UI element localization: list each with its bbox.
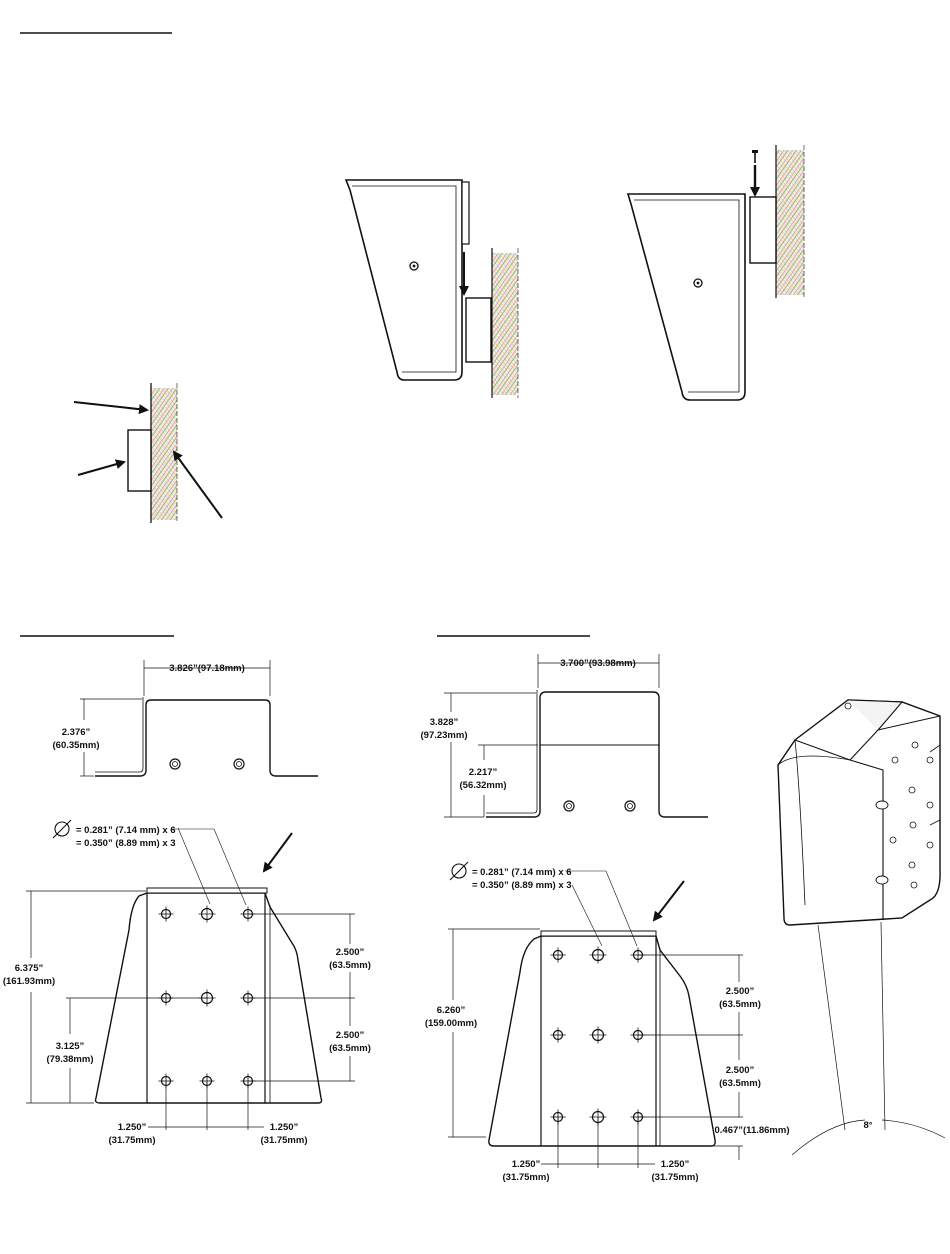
right-hole-note-1: = 0.281” (7.14 mm) x 6 bbox=[472, 867, 572, 878]
right-spacing-upper-mm: (63.5mm) bbox=[719, 999, 761, 1010]
right-side-inner-height-label: 2.217” bbox=[469, 767, 498, 778]
right-side-width-label: 3.700”(93.98mm) bbox=[560, 658, 636, 669]
right-bottom-offset-label: 0.467”(11.86mm) bbox=[715, 1125, 790, 1136]
speaker-mount-step-2 bbox=[626, 145, 805, 401]
right-bracket-drawing bbox=[444, 654, 743, 1168]
angled-speaker-perspective bbox=[777, 699, 946, 1156]
right-spacing-lower-mm: (63.5mm) bbox=[719, 1078, 761, 1089]
left-hole-note-2: = 0.350” (8.89 mm) x 3 bbox=[76, 838, 176, 849]
left-hole-note-1: = 0.281” (7.14 mm) x 6 bbox=[76, 825, 176, 836]
left-horiz-left-label: 1.250” bbox=[118, 1122, 147, 1133]
left-side-height-mm: (60.35mm) bbox=[53, 740, 100, 751]
right-side-height-mm: (97.23mm) bbox=[421, 730, 468, 741]
speaker-panel-hole bbox=[926, 756, 934, 764]
right-hole-note-2: = 0.350” (8.89 mm) x 3 bbox=[472, 880, 572, 891]
wall-detail-illustration bbox=[73, 383, 223, 523]
speaker-panel-hole bbox=[908, 861, 916, 869]
left-bracket-drawing bbox=[26, 660, 355, 1130]
left-horiz-right-label: 1.250” bbox=[270, 1122, 299, 1133]
left-horiz-right-mm: (31.75mm) bbox=[261, 1135, 308, 1146]
right-total-height-label: 6.260” bbox=[437, 1005, 466, 1016]
left-spacing-lower-label: 2.500” bbox=[336, 1030, 365, 1041]
speaker-panel-hole bbox=[909, 821, 917, 829]
left-side-height-label: 2.376” bbox=[62, 727, 91, 738]
speaker-panel-hole bbox=[910, 881, 918, 889]
tilt-angle-label: 8° bbox=[863, 1120, 872, 1131]
speaker-panel-hole bbox=[908, 786, 916, 794]
right-spacing-lower-label: 2.500” bbox=[726, 1065, 755, 1076]
left-total-height-label: 6.375” bbox=[15, 963, 44, 974]
left-total-height-mm: (161.93mm) bbox=[3, 976, 55, 987]
right-side-inner-height-mm: (56.32mm) bbox=[460, 780, 507, 791]
speaker-panel-hole bbox=[911, 741, 919, 749]
left-spacing-lower-mm: (63.5mm) bbox=[329, 1043, 371, 1054]
speaker-mount-step-1 bbox=[344, 179, 519, 398]
right-horiz-left-label: 1.250” bbox=[512, 1159, 541, 1170]
left-half-height-label: 3.125” bbox=[56, 1041, 85, 1052]
right-horiz-right-mm: (31.75mm) bbox=[652, 1172, 699, 1183]
left-spacing-upper-label: 2.500” bbox=[336, 947, 365, 958]
speaker-panel-hole bbox=[926, 841, 934, 849]
speaker-panel-hole bbox=[889, 836, 897, 844]
right-side-height-label: 3.828” bbox=[430, 717, 459, 728]
speaker-panel-hole bbox=[891, 756, 899, 764]
right-horiz-left-mm: (31.75mm) bbox=[503, 1172, 550, 1183]
left-horiz-left-mm: (31.75mm) bbox=[109, 1135, 156, 1146]
right-horiz-right-label: 1.250” bbox=[661, 1159, 690, 1170]
left-half-height-mm: (79.38mm) bbox=[47, 1054, 94, 1065]
right-total-height-mm: (159.00mm) bbox=[425, 1018, 477, 1029]
right-bracket-labels: 3.700”(93.98mm) 3.828” (97.23mm) 2.217” … bbox=[421, 658, 790, 1183]
left-spacing-upper-mm: (63.5mm) bbox=[329, 960, 371, 971]
left-side-width-label: 3.826”(97.18mm) bbox=[169, 663, 245, 674]
speaker-panel-hole bbox=[926, 801, 934, 809]
left-bracket-labels: 3.826”(97.18mm) 2.376” (60.35mm) = 0.281… bbox=[3, 663, 371, 1146]
right-spacing-upper-label: 2.500” bbox=[726, 986, 755, 997]
